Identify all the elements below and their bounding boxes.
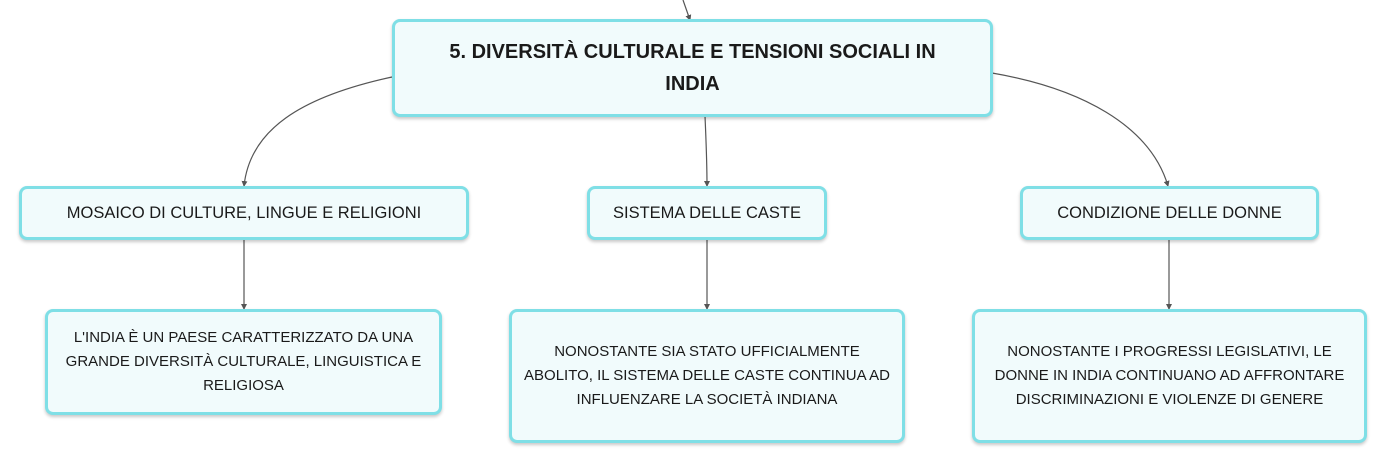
detail-text: NONOSTANTE I PROGRESSI LEGISLATIVI, LE D… [994, 343, 1345, 408]
connector-root-to-branch-1 [241, 76, 393, 187]
connector-root-to-branch-2 [703, 115, 710, 187]
branch-sistema-caste[interactable]: SISTEMA DELLE CASTE [587, 186, 827, 240]
detail-text: NONOSTANTE SIA STATO UFFICIALMENTE ABOLI… [524, 343, 890, 408]
root-topic[interactable]: 5. DIVERSITÀ CULTURALE E TENSIONI SOCIAL… [392, 19, 993, 117]
branch-label: CONDIZIONE DELLE DONNE [1057, 203, 1282, 222]
branch-label: SISTEMA DELLE CASTE [613, 203, 801, 222]
incoming-connector [682, 0, 692, 21]
root-topic-title: 5. DIVERSITÀ CULTURALE E TENSIONI SOCIAL… [449, 41, 936, 95]
branch-condizione-donne[interactable]: CONDIZIONE DELLE DONNE [1020, 186, 1319, 240]
branch-label: MOSAICO DI CULTURE, LINGUE E RELIGIONI [66, 203, 422, 222]
detail-condizione-donne[interactable]: NONOSTANTE I PROGRESSI LEGISLATIVI, LE D… [972, 309, 1367, 443]
detail-mosaico-culture[interactable]: L'INDIA È UN PAESE CARATTERIZZATO DA UNA… [45, 309, 442, 415]
connector-root-to-branch-3 [991, 72, 1170, 187]
detail-sistema-caste[interactable]: NONOSTANTE SIA STATO UFFICIALMENTE ABOLI… [509, 309, 905, 443]
branch-mosaico-culture[interactable]: MOSAICO DI CULTURE, LINGUE E RELIGIONI [19, 186, 469, 240]
detail-text: L'INDIA È UN PAESE CARATTERIZZATO DA UNA… [65, 329, 422, 394]
